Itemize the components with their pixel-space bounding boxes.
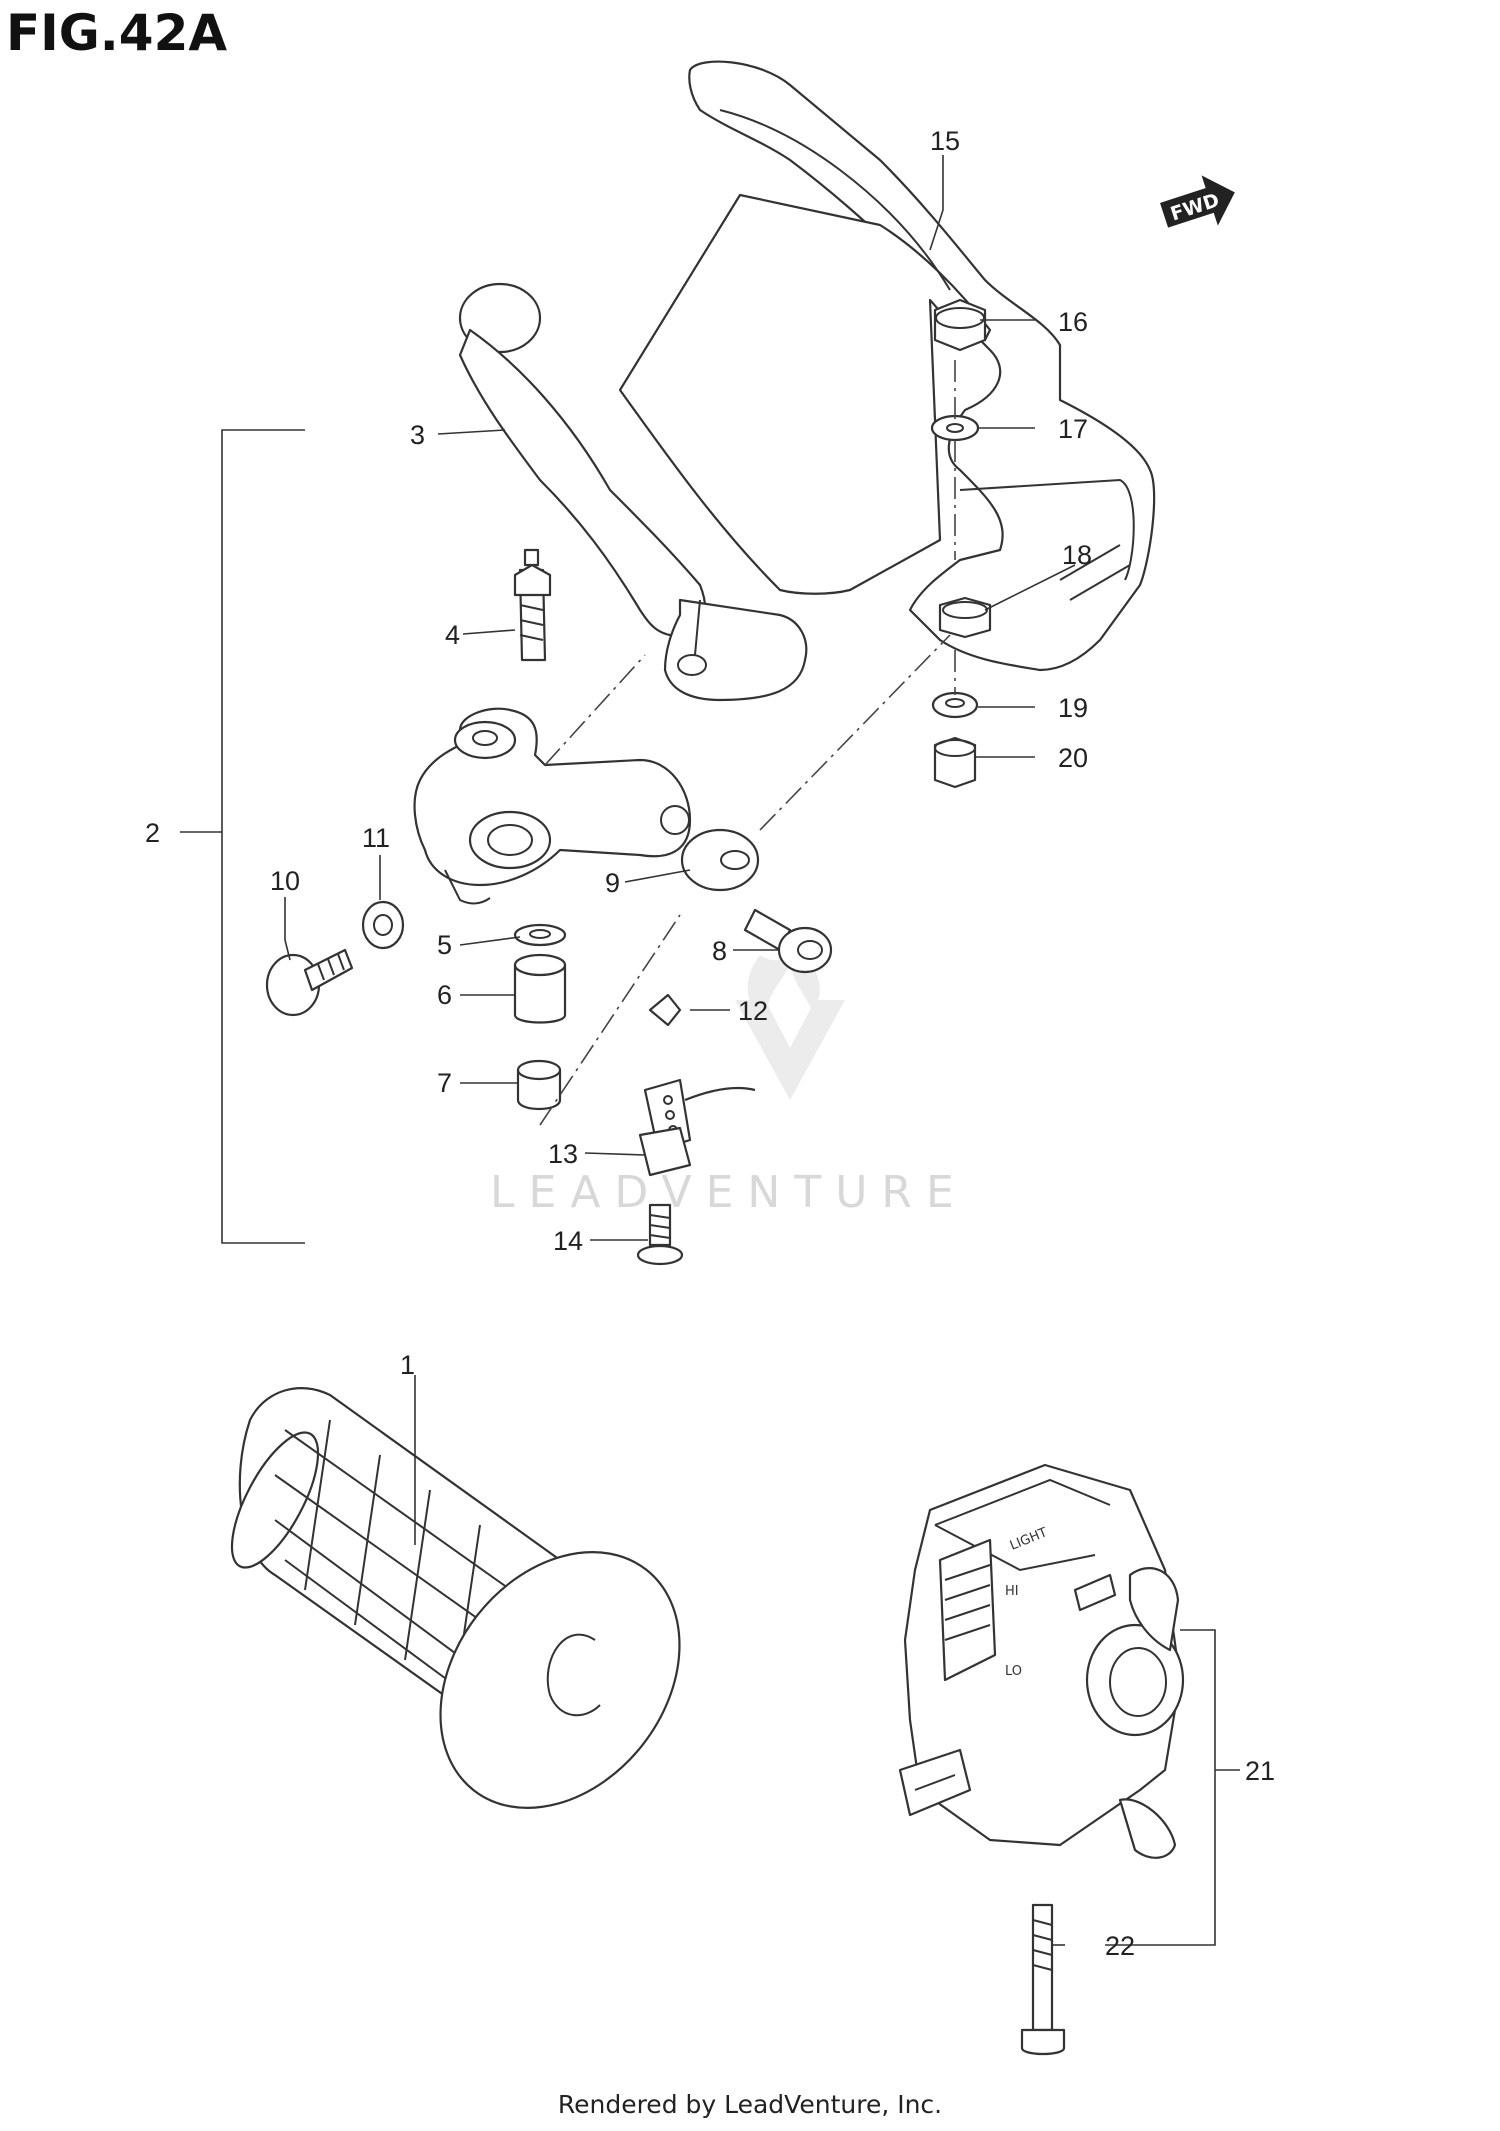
part-10-bolt — [265, 948, 354, 1017]
part-3-brake-lever — [458, 282, 808, 702]
part-9-cable-adjuster — [680, 828, 760, 892]
bracket-part-21 — [1105, 1629, 1216, 1946]
callout-22: 22 — [1105, 1931, 1135, 1961]
part-22-screw — [1020, 1903, 1066, 2056]
part-1-grip — [230, 1387, 681, 1809]
assembly-line-a — [544, 654, 646, 766]
part-16-nut — [933, 298, 987, 352]
callout-3: 3 — [410, 420, 425, 450]
callout-16: 16 — [1058, 307, 1088, 337]
part-2-lever-holder — [413, 707, 692, 905]
part-8-bolt — [743, 908, 833, 974]
callout-labels: 1 2 3 4 5 6 7 8 9 10 11 12 13 14 15 16 1… — [145, 126, 1275, 1961]
fwd-arrow-badge: FWD — [1160, 175, 1235, 228]
callout-6: 6 — [437, 980, 452, 1010]
part-19-washer — [931, 691, 979, 719]
part-13-clamp — [638, 1078, 756, 1177]
switch-hi-label: HI — [1005, 1584, 1019, 1599]
part-21-handlebar-switch: LIGHT HI LO — [898, 1463, 1185, 1859]
part-4-pivot-bolt — [513, 548, 552, 662]
callout-15: 15 — [930, 126, 960, 156]
callout-11: 11 — [362, 823, 390, 853]
callout-19: 19 — [1058, 693, 1088, 723]
callout-7: 7 — [437, 1068, 452, 1098]
callout-10: 10 — [270, 866, 300, 896]
part-11-washer — [361, 900, 405, 950]
callout-4: 4 — [445, 620, 460, 650]
footer-credit: Rendered by LeadVenture, Inc. — [557, 2090, 943, 2119]
assembly-line-b — [759, 634, 951, 831]
callout-14: 14 — [553, 1226, 583, 1256]
part-7-nut — [516, 1059, 562, 1110]
callout-2: 2 — [145, 818, 160, 848]
switch-lo-label: LO — [1005, 1664, 1022, 1679]
callout-13: 13 — [548, 1139, 578, 1169]
bracket-part-2 — [221, 429, 305, 1244]
watermark-text: LEADVENTURE — [490, 1167, 968, 1218]
leader-lines — [180, 155, 1240, 1946]
part-15-lever-guard — [618, 60, 1156, 672]
callout-5: 5 — [437, 930, 452, 960]
callout-8: 8 — [712, 936, 727, 966]
part-12-clip — [648, 993, 682, 1027]
callout-20: 20 — [1058, 743, 1088, 773]
part-18-nut — [938, 596, 992, 639]
figure-title: FIG.42A — [6, 4, 228, 62]
part-20-nut — [933, 736, 977, 789]
callout-1: 1 — [400, 1350, 415, 1380]
callout-12: 12 — [738, 996, 768, 1026]
callout-17: 17 — [1058, 414, 1088, 444]
assembly-line-c — [539, 914, 681, 1126]
callout-9: 9 — [605, 868, 620, 898]
callout-18: 18 — [1062, 540, 1092, 570]
callout-21: 21 — [1245, 1756, 1275, 1786]
part-17-washer — [930, 414, 980, 442]
part-14-screw — [636, 1203, 684, 1266]
part-5-washer — [513, 923, 567, 947]
part-6-collar — [513, 953, 567, 1024]
